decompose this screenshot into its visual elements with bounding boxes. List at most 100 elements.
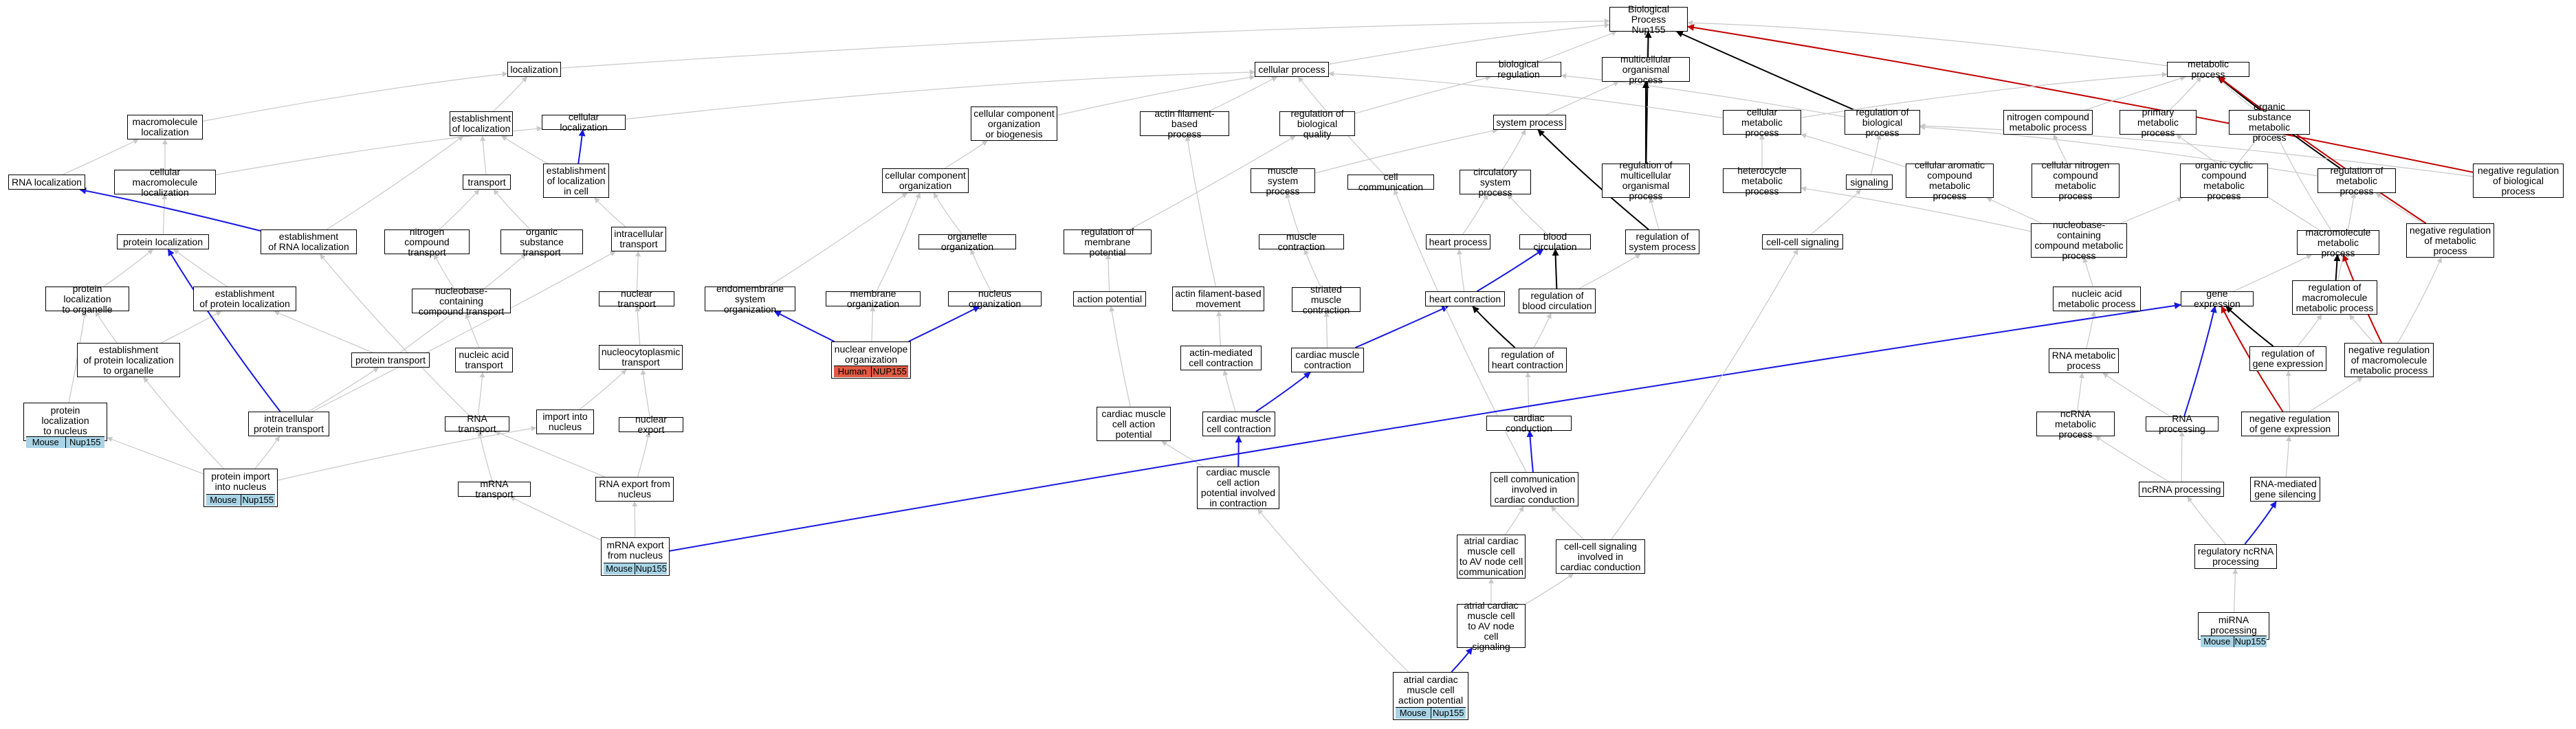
go-term-establishment-of-localization[interactable]: establishment of localization	[450, 111, 513, 136]
go-term-establishment-of-protein-localization[interactable]: establishment of protein localization	[193, 287, 296, 311]
go-term-protein-transport[interactable]: protein transport	[351, 352, 430, 368]
go-term-protein-localization[interactable]: protein localization	[117, 234, 209, 249]
go-term-regulation-of-gene-expression[interactable]: regulation of gene expression	[2249, 346, 2326, 371]
go-term-cell-cell-signaling[interactable]: cell-cell signaling	[1762, 234, 1843, 249]
go-term-nuclear-transport[interactable]: nuclear transport	[599, 289, 674, 309]
go-term-nuclear-export[interactable]: nuclear export	[619, 414, 683, 435]
go-term-regulation-of-heart-contraction[interactable]: regulation of heart contraction	[1488, 348, 1567, 372]
go-term-actin-filament-based-process[interactable]: actin filament-based process	[1140, 108, 1229, 139]
go-term-regulation-of-biological-quality[interactable]: regulation of biological quality	[1279, 108, 1355, 139]
go-term-action-potential[interactable]: action potential	[1073, 291, 1146, 306]
go-term-regulation-of-biological-process[interactable]: regulation of biological process	[1845, 106, 1920, 137]
go-term-membrane-organization[interactable]: membrane organization	[826, 289, 921, 309]
go-term-heart-process[interactable]: heart process	[1426, 234, 1490, 249]
go-term-macromolecule-metabolic-process[interactable]: macromolecule metabolic process	[2297, 227, 2379, 258]
go-term-localization[interactable]: localization	[507, 62, 561, 77]
go-term-actin-filament-based-movement[interactable]: actin filament-based movement	[1172, 287, 1264, 311]
go-term-negative-regulation-of-gene-expression[interactable]: negative regulation of gene expression	[2241, 412, 2339, 436]
go-term-atrial-cardiac-muscle-cell-action-potential[interactable]: atrial cardiac muscle cell action potent…	[1393, 672, 1468, 720]
go-term-regulation-of-metabolic-process[interactable]: regulation of metabolic process	[2318, 165, 2396, 196]
go-term-heart-contraction[interactable]: heart contraction	[1425, 291, 1505, 306]
go-term-organic-substance-transport[interactable]: organic substance transport	[500, 226, 583, 257]
go-term-system-process[interactable]: system process	[1493, 115, 1566, 130]
go-term-nucleobase-containing-compound-transport[interactable]: nucleobase-containing compound transport	[412, 285, 511, 316]
go-term-cellular-metabolic-process[interactable]: cellular metabolic process	[1723, 106, 1801, 137]
go-term-biological-regulation[interactable]: biological regulation	[1476, 59, 1561, 80]
go-term-cellular-localization[interactable]: cellular localization	[542, 112, 626, 133]
go-term-negative-regulation-of-biological-process[interactable]: negative regulation of biological proces…	[2473, 164, 2564, 198]
go-term-gene-expression[interactable]: gene expression	[2181, 289, 2254, 309]
go-term-multicellular-organismal-process[interactable]: multicellular organismal process	[1602, 54, 1690, 85]
go-term-rna-export-from-nucleus[interactable]: RNA export from nucleus	[595, 477, 674, 502]
go-term-cell-communication-involved-in-cardiac-conduction[interactable]: cell communication involved in cardiac c…	[1490, 472, 1578, 506]
go-term-cardiac-muscle-cell-action-potential-involved-in-contraction[interactable]: cardiac muscle cell action potential inv…	[1197, 467, 1279, 509]
go-term-rna-localization[interactable]: RNA localization	[8, 175, 85, 190]
go-term-nucleus-organization[interactable]: nucleus organization	[948, 289, 1042, 309]
go-term-atrial-cardiac-muscle-cell-to-av-node-cell-communication[interactable]: atrial cardiac muscle cell to AV node ce…	[1457, 535, 1526, 579]
go-term-cardiac-muscle-cell-contraction[interactable]: cardiac muscle cell contraction	[1202, 412, 1275, 436]
go-term-organelle-organization[interactable]: organelle organization	[918, 232, 1016, 252]
go-term-metabolic-process[interactable]: metabolic process	[2167, 59, 2249, 80]
go-term-cellular-nitrogen-compound-metabolic-process[interactable]: cellular nitrogen compound metabolic pro…	[2032, 160, 2120, 201]
go-term-cardiac-conduction[interactable]: cardiac conduction	[1486, 413, 1572, 434]
go-term-nucleic-acid-transport[interactable]: nucleic acid transport	[455, 348, 513, 372]
go-term-blood-circulation[interactable]: blood circulation	[1519, 232, 1591, 252]
go-term-ncrna-metabolic-process[interactable]: ncRNA metabolic process	[2036, 408, 2115, 439]
go-term-primary-metabolic-process[interactable]: primary metabolic process	[2120, 106, 2197, 137]
go-term-ncrna-processing[interactable]: ncRNA processing	[2139, 482, 2224, 497]
go-term-muscle-system-process[interactable]: muscle system process	[1251, 165, 1315, 196]
go-term-macromolecule-localization[interactable]: macromolecule localization	[127, 115, 203, 139]
go-term-organic-substance-metabolic-process[interactable]: organic substance metabolic process	[2229, 102, 2310, 143]
go-term-rna-mediated-gene-silencing[interactable]: RNA-mediated gene silencing	[2250, 477, 2320, 502]
go-term-heterocycle-metabolic-process[interactable]: heterocycle metabolic process	[1723, 165, 1801, 196]
go-term-muscle-contraction[interactable]: muscle contraction	[1259, 232, 1344, 252]
go-term-ccob[interactable]: cellular component organization or bioge…	[971, 106, 1057, 141]
go-term-striated-muscle-contraction[interactable]: striated muscle contraction	[1292, 284, 1361, 315]
go-term-negative-regulation-of-metabolic-process[interactable]: negative regulation of metabolic process	[2406, 223, 2494, 258]
go-term-bp[interactable]: Biological Process Nup155	[1609, 3, 1688, 34]
go-term-nucleocytoplasmic-transport[interactable]: nucleocytoplasmic transport	[599, 345, 683, 370]
go-term-regulatory-ncrna-processing[interactable]: regulatory ncRNA processing	[2194, 544, 2277, 569]
go-term-regulation-of-multicellular-organismal-process[interactable]: regulation of multicellular organismal p…	[1602, 160, 1690, 201]
go-term-establishment-of-protein-localization-to-organelle[interactable]: establishment of protein localization to…	[77, 343, 180, 377]
go-term-intracellular-transport[interactable]: intracellular transport	[611, 227, 666, 251]
go-term-cellular-process[interactable]: cellular process	[1255, 62, 1329, 77]
go-term-cell-communication[interactable]: cell communication	[1347, 172, 1434, 192]
go-term-circulatory-system-process[interactable]: circulatory system process	[1460, 166, 1531, 197]
go-term-protein-localization-to-organelle[interactable]: protein localization to organelle	[45, 283, 129, 314]
go-term-regulation-of-system-process[interactable]: regulation of system process	[1625, 229, 1699, 254]
go-term-rna-transport[interactable]: RNA transport	[445, 414, 509, 434]
go-term-atrial-cardiac-muscle-cell-to-av-node-cell-signaling[interactable]: atrial cardiac muscle cell to AV node ce…	[1457, 600, 1526, 651]
go-term-actin-mediated-cell-contraction[interactable]: actin-mediated cell contraction	[1180, 346, 1262, 370]
go-term-nitrogen-compound-transport[interactable]: nitrogen compound transport	[384, 226, 470, 257]
go-term-cardiac-muscle-contraction[interactable]: cardiac muscle contraction	[1291, 348, 1364, 372]
go-term-endomembrane-system-organization[interactable]: endomembrane system organization	[705, 283, 795, 314]
go-term-intracellular-protein-transport[interactable]: intracellular protein transport	[248, 412, 329, 436]
go-term-nitrogen-compound-metabolic-process[interactable]: nitrogen compound metabolic process	[2003, 110, 2093, 135]
go-term-establishment-of-rna-localization[interactable]: establishment of RNA localization	[261, 229, 357, 254]
go-term-establishment-of-localization-in-cell[interactable]: establishment of localization in cell	[543, 164, 609, 198]
go-term-cellular-component-organization[interactable]: cellular component organization	[882, 168, 969, 193]
go-term-rna-processing[interactable]: RNA processing	[2146, 414, 2219, 434]
go-term-negative-regulation-of-macromolecule-metabolic-process[interactable]: negative regulation of macromolecule met…	[2344, 343, 2434, 377]
go-term-regulation-of-blood-circulation[interactable]: regulation of blood circulation	[1519, 289, 1596, 313]
go-term-mrna-transport[interactable]: mRNA transport	[458, 479, 531, 500]
go-term-import-into-nucleus[interactable]: import into nucleus	[536, 410, 594, 434]
go-term-nucleic-acid-metabolic-process[interactable]: nucleic acid metabolic process	[2053, 287, 2141, 311]
go-term-cardiac-muscle-cell-action-potential[interactable]: cardiac muscle cell action potential	[1097, 407, 1171, 441]
go-term-organic-cyclic-compound-metabolic-process[interactable]: organic cyclic compound metabolic proces…	[2180, 160, 2268, 201]
go-term-regulation-of-membrane-potential[interactable]: regulation of membrane potential	[1064, 226, 1152, 257]
go-term-transport[interactable]: transport	[463, 175, 511, 190]
go-term-cellular-macromolecule-localization[interactable]: cellular macromolecule localization	[114, 166, 216, 197]
go-term-cell-cell-signaling-involved-in-cardiac-conduction[interactable]: cell-cell signaling involved in cardiac …	[1556, 539, 1645, 574]
go-term-rna-metabolic-process[interactable]: RNA metabolic process	[2049, 348, 2119, 373]
go-term-signaling[interactable]: signaling	[1846, 175, 1893, 190]
go-term-nucleobase-containing-compound-metabolic-process[interactable]: nucleobase-containing compound metabolic…	[2031, 220, 2127, 261]
go-term-regulation-of-macromolecule-metabolic-process[interactable]: regulation of macromolecule metabolic pr…	[2292, 280, 2377, 315]
go-term-cellular-aromatic-compound-metabolic-process[interactable]: cellular aromatic compound metabolic pro…	[1906, 160, 1994, 201]
